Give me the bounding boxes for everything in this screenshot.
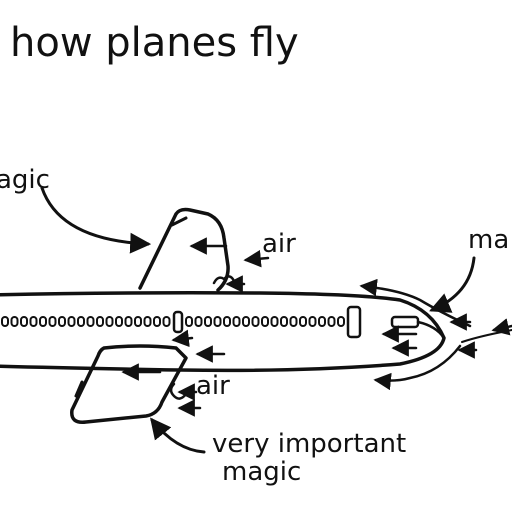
- flow-line-far: [461, 329, 512, 343]
- window: [134, 316, 142, 327]
- window: [153, 316, 161, 327]
- window: [185, 316, 193, 327]
- label-magic-right: ma: [468, 225, 509, 255]
- window: [115, 316, 123, 327]
- window: [261, 316, 269, 327]
- page-title: how planes fly: [10, 20, 299, 66]
- label-very-important: very important: [212, 429, 406, 459]
- window: [67, 316, 76, 327]
- label-air-top: air: [262, 229, 296, 259]
- window: [48, 316, 57, 327]
- window: [58, 316, 66, 327]
- arrowhead-icon: [171, 329, 194, 348]
- window: [105, 316, 114, 327]
- window: [308, 316, 317, 327]
- very-important-magic-arrow: [150, 417, 206, 454]
- label-very-important-magic: magic: [222, 457, 301, 487]
- window: [86, 316, 95, 327]
- window: [299, 316, 307, 327]
- window: [242, 316, 250, 327]
- window: [223, 316, 231, 327]
- arrowhead-icon: [491, 318, 512, 336]
- magic-arrow-left: [40, 186, 152, 254]
- window: [20, 316, 28, 327]
- window: [39, 316, 47, 327]
- window: [143, 316, 152, 327]
- window: [289, 316, 298, 327]
- arrowhead-icon: [243, 249, 270, 268]
- flow-line-lower: [373, 344, 462, 391]
- window: [162, 316, 171, 327]
- window: [96, 316, 104, 327]
- label-air-bottom: air: [196, 371, 230, 401]
- magic-arrow-right: [429, 256, 476, 313]
- label-magic-left: agic: [0, 165, 50, 195]
- window: [327, 316, 336, 327]
- upper-wing: [138, 207, 236, 292]
- window: [10, 316, 19, 327]
- window: [251, 316, 260, 327]
- window: [232, 316, 241, 327]
- window: [1, 316, 9, 327]
- window: [213, 316, 222, 327]
- window: [318, 316, 326, 327]
- window: [280, 316, 288, 327]
- air-flow-arrows: [40, 186, 512, 454]
- lower-wing: [70, 344, 188, 424]
- window-row: [1, 316, 345, 327]
- window: [77, 316, 85, 327]
- window: [124, 316, 133, 327]
- window: [194, 316, 203, 327]
- fuselage: [0, 291, 446, 373]
- window: [337, 316, 345, 327]
- window: [204, 316, 212, 327]
- window: [270, 316, 279, 327]
- window: [29, 316, 38, 327]
